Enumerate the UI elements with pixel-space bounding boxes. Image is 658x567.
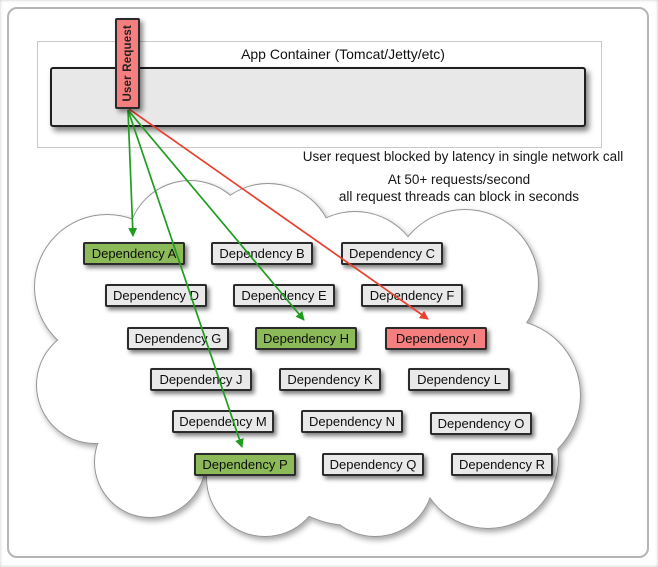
dependency-box-g: Dependency G [127,327,229,350]
request-rate-note-line1: At 50+ requests/second [387,172,531,187]
dependency-box-r: Dependency R [451,453,553,476]
dependency-box-m: Dependency M [172,410,274,433]
dependency-box-b: Dependency B [211,242,313,265]
request-rate-note: At 50+ requests/second all request threa… [292,171,626,205]
dependency-box-j: Dependency J [150,368,252,391]
dependency-box-i: Dependency I [385,327,487,350]
dependency-box-c: Dependency C [341,242,443,265]
dependency-box-q: Dependency Q [322,453,424,476]
dependency-box-p: Dependency P [194,453,296,476]
dependency-box-f: Dependency F [361,284,463,307]
dependency-box-a: Dependency A [83,242,185,265]
dependency-box-l: Dependency L [408,368,510,391]
request-rate-note-line2: all request threads can block in seconds [338,189,580,204]
user-request-label: User Request [121,25,134,102]
dependency-box-k: Dependency K [279,368,381,391]
dependency-box-h: Dependency H [255,327,357,350]
slide-border [7,7,649,558]
blocked-latency-note: User request blocked by latency in singl… [302,149,624,164]
user-request-box: User Request [115,18,140,109]
dependency-box-e: Dependency E [233,284,335,307]
dependency-box-o: Dependency O [430,412,532,435]
dependency-box-n: Dependency N [301,410,403,433]
dependency-box-d: Dependency D [105,284,207,307]
app-container-label: App Container (Tomcat/Jetty/etc) [241,46,445,62]
